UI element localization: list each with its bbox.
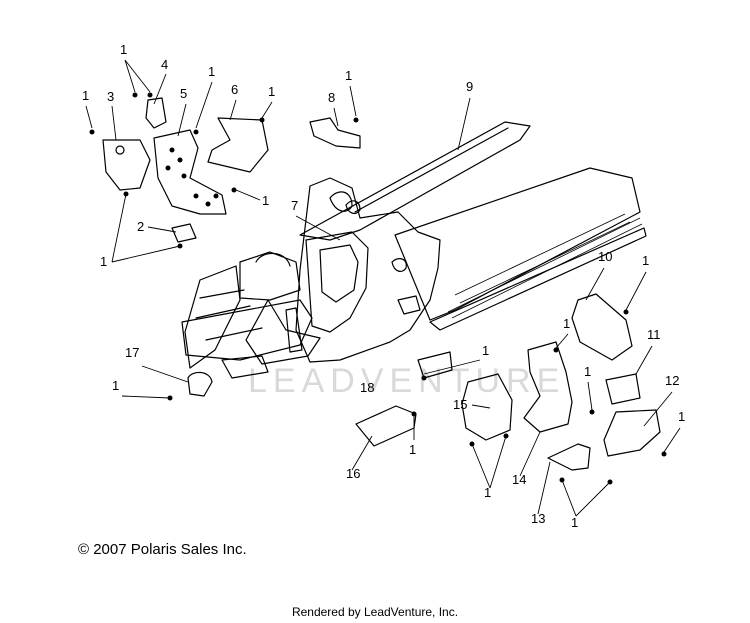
- part-16-shield: [355, 405, 417, 447]
- part-15-guard: [461, 373, 513, 441]
- part-18-pad: [417, 351, 453, 379]
- callout-18: 18: [360, 380, 374, 395]
- part-4-bracket: [145, 97, 167, 129]
- callout-1: 1: [563, 316, 570, 331]
- part-5-holes: [165, 147, 219, 207]
- rendered-by-footer: Rendered by LeadVenture, Inc.: [291, 605, 459, 619]
- part-13-bracket: [547, 443, 591, 471]
- callout-3: 3: [107, 89, 114, 104]
- callout-1: 1: [82, 88, 89, 103]
- callout-1: 1: [345, 68, 352, 83]
- callout-1: 1: [268, 84, 275, 99]
- callout-13: 13: [531, 511, 545, 526]
- part-5-plate: [153, 129, 227, 215]
- fasteners: [89, 92, 667, 485]
- callout-1: 1: [642, 253, 649, 268]
- callout-9: 9: [466, 79, 473, 94]
- callout-8: 8: [328, 90, 335, 105]
- callout-1: 1: [100, 254, 107, 269]
- part-12-bracket: [603, 409, 661, 457]
- callout-1: 1: [262, 193, 269, 208]
- part-3-bracket: [102, 139, 151, 191]
- callout-16: 16: [346, 466, 360, 481]
- callout-17: 17: [125, 345, 139, 360]
- callout-12: 12: [665, 373, 679, 388]
- callout-1: 1: [409, 442, 416, 457]
- part-10-cover: [571, 293, 633, 361]
- part-14-bracket: [523, 341, 573, 433]
- part-17-grommet: [187, 371, 213, 397]
- callout-10: 10: [598, 249, 612, 264]
- callout-1: 1: [584, 364, 591, 379]
- callout-1: 1: [482, 343, 489, 358]
- callout-2: 2: [137, 219, 144, 234]
- callout-15: 15: [453, 397, 467, 412]
- callout-1: 1: [120, 42, 127, 57]
- chassis-tunnel: [299, 121, 647, 331]
- callout-11: 11: [647, 327, 661, 342]
- callout-4: 4: [161, 57, 168, 72]
- part-6-bracket: [207, 117, 269, 173]
- callout-5: 5: [180, 86, 187, 101]
- front-bulkhead: [295, 177, 441, 363]
- callout-1: 1: [571, 515, 578, 530]
- callout-6: 6: [231, 82, 238, 97]
- callout-1: 1: [112, 378, 119, 393]
- leader-lines: [85, 59, 681, 517]
- copyright-text: © 2007 Polaris Sales Inc.: [78, 541, 247, 558]
- callout-1: 1: [484, 485, 491, 500]
- front-frame: [181, 251, 321, 379]
- callout-7: 7: [291, 198, 298, 213]
- callout-1: 1: [208, 64, 215, 79]
- watermark: LEADVENTURE: [248, 362, 565, 400]
- part-2-clip: [171, 223, 197, 243]
- callout-1: 1: [678, 409, 685, 424]
- part-8-bracket: [309, 117, 361, 149]
- callout-14: 14: [512, 472, 526, 487]
- part-11-plate: [605, 373, 641, 405]
